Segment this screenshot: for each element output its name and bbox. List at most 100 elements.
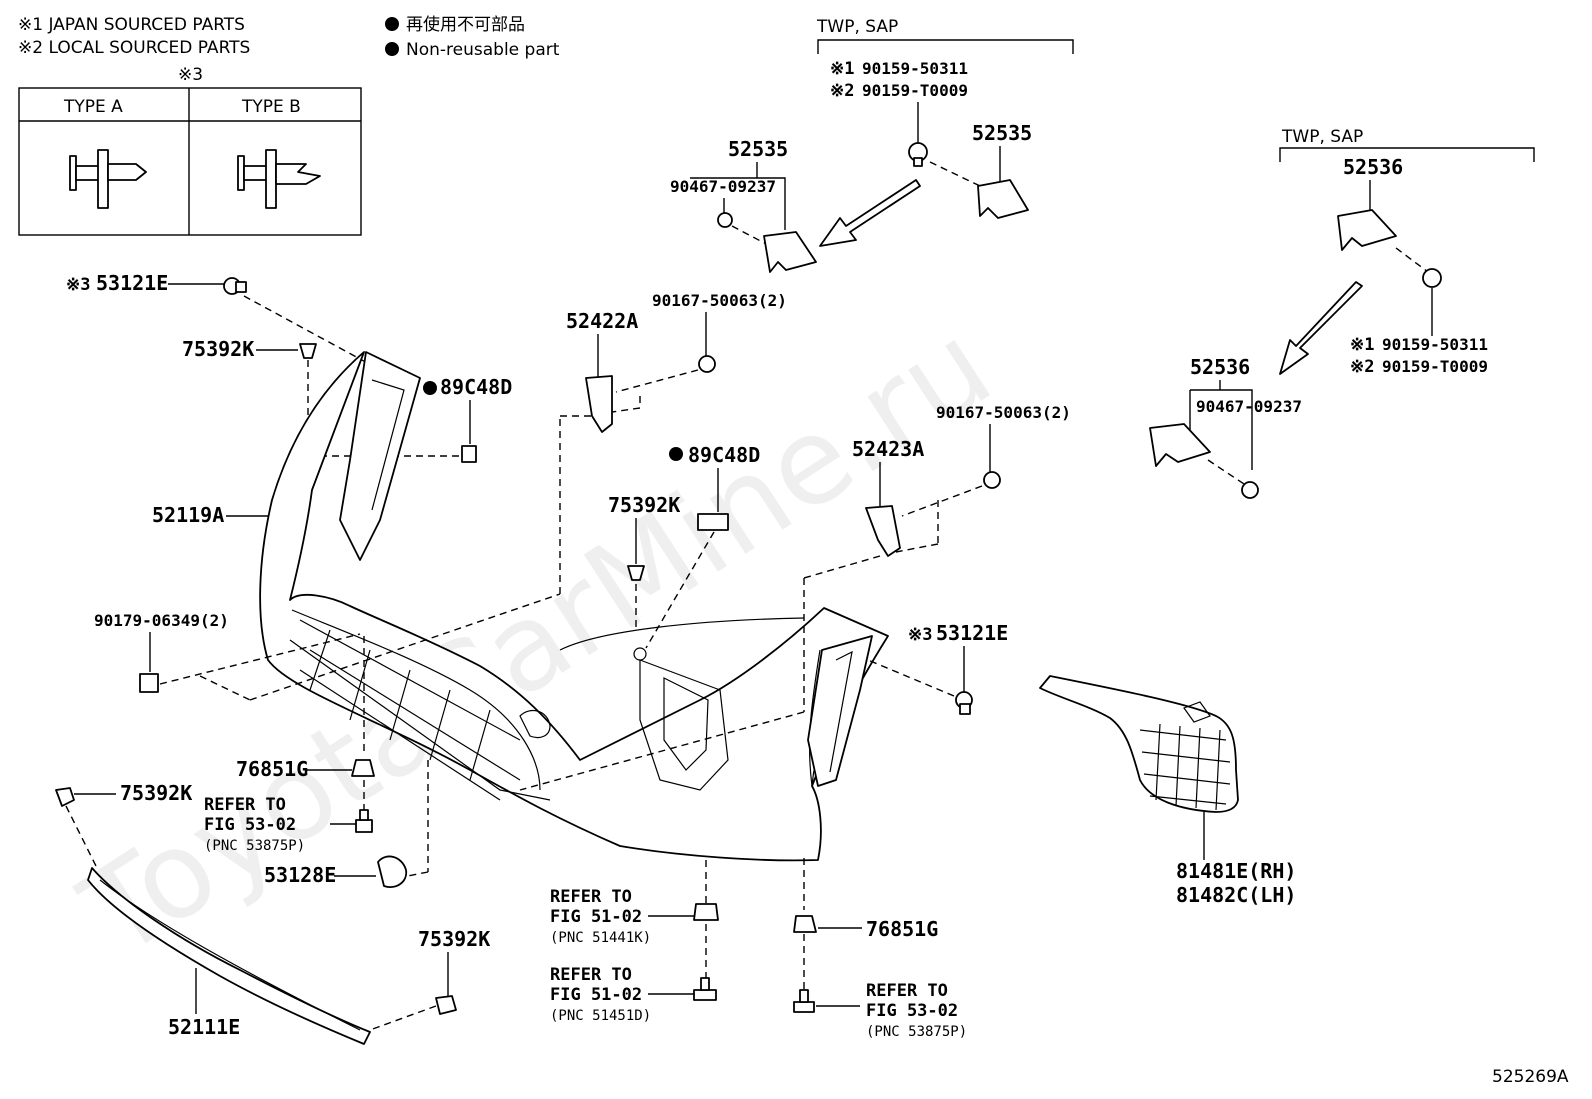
clip-76851G-left-icon bbox=[351, 759, 375, 777]
part-75392K-center[interactable]: 75392K bbox=[608, 493, 680, 517]
ref-japan-marker-right: ※1 bbox=[1350, 335, 1374, 355]
part-52536-bottom[interactable]: 52536 bbox=[1190, 355, 1250, 379]
bracket-52535-left bbox=[763, 231, 817, 273]
part-90159-T0009-right[interactable]: 90159-T0009 bbox=[1382, 357, 1488, 376]
part-89C48D-center[interactable]: 89C48D bbox=[688, 443, 760, 467]
refer-right-3: (PNC 53875P) bbox=[866, 1024, 967, 1040]
bolt-51451D-icon bbox=[693, 977, 717, 1001]
clip-75392K-center-icon bbox=[627, 565, 645, 581]
ref-local-marker-right: ※2 bbox=[1350, 357, 1374, 377]
part-75392K-top[interactable]: 75392K bbox=[182, 337, 254, 361]
ref-53121E-left: ※3 bbox=[66, 275, 90, 295]
part-81482C-LH[interactable]: 81482C(LH) bbox=[1176, 883, 1296, 907]
group-label-twp-sap-2: TWP, SAP bbox=[1281, 127, 1363, 147]
bolt-90167-right-icon bbox=[983, 471, 1001, 489]
clip-type-b-icon bbox=[237, 149, 321, 209]
direction-arrow-icon-2 bbox=[1279, 281, 1363, 375]
part-52119A[interactable]: 52119A bbox=[152, 503, 224, 527]
bracket-52535-right bbox=[977, 179, 1029, 219]
non-reusable-dot-icon bbox=[385, 17, 399, 31]
part-52423A[interactable]: 52423A bbox=[852, 437, 924, 461]
clip-53121E-left-icon bbox=[223, 277, 247, 295]
clip-75392K-bottom-icon bbox=[435, 995, 457, 1015]
part-52422A[interactable]: 52422A bbox=[566, 309, 638, 333]
refer-left-1: REFER TO bbox=[204, 795, 286, 815]
group-bracket-twp-sap-2 bbox=[1279, 147, 1535, 162]
part-53128E[interactable]: 53128E bbox=[264, 863, 336, 887]
clip-89C48D-center-icon bbox=[697, 513, 729, 531]
non-reusable-dot-icon bbox=[423, 381, 437, 395]
refer-center-2c: (PNC 51451D) bbox=[550, 1008, 651, 1024]
part-81481E-RH[interactable]: 81481E(RH) bbox=[1176, 859, 1296, 883]
cap-53128E-icon bbox=[377, 855, 408, 888]
bumper-cover-52119A bbox=[259, 351, 889, 862]
non-reusable-dot-icon bbox=[385, 42, 399, 56]
clip-53121E-right-icon bbox=[955, 691, 973, 715]
part-75392K-left[interactable]: 75392K bbox=[120, 781, 192, 805]
part-90167-50063-right[interactable]: 90167-50063(2) bbox=[936, 403, 1071, 422]
part-52535-left[interactable]: 52535 bbox=[728, 137, 788, 161]
refer-right-1: REFER TO bbox=[866, 981, 948, 1001]
refer-center-2a: REFER TO bbox=[550, 965, 632, 985]
part-90159-50311-top[interactable]: 90159-50311 bbox=[862, 59, 968, 78]
bolt-90159-right-icon bbox=[1422, 268, 1442, 288]
type-b-label: TYPE B bbox=[241, 97, 301, 117]
bolt-53875P-right-icon bbox=[793, 989, 815, 1013]
fog-cover-81481E bbox=[1039, 675, 1239, 813]
bolt-90167-left-icon bbox=[698, 355, 716, 373]
legend-note-local: ※2 LOCAL SOURCED PARTS bbox=[18, 38, 250, 58]
refer-right-2: FIG 53-02 bbox=[866, 1001, 958, 1021]
part-90467-09237-left[interactable]: 90467-09237 bbox=[670, 177, 776, 196]
legend-nonreusable-en: Non-reusable part bbox=[406, 40, 560, 60]
bracket-52422A bbox=[585, 375, 613, 433]
clip-75392K-top-icon bbox=[299, 343, 317, 359]
part-52536-top[interactable]: 52536 bbox=[1343, 155, 1403, 179]
type-a-label: TYPE A bbox=[63, 97, 123, 117]
figure-code: 525269A bbox=[1492, 1067, 1569, 1087]
non-reusable-dot-icon bbox=[669, 447, 683, 461]
ref-53121E-right: ※3 bbox=[908, 625, 932, 645]
bracket-52536-bottom bbox=[1149, 423, 1211, 467]
part-53121E-left[interactable]: 53121E bbox=[96, 271, 168, 295]
legend-note-japan: ※1 JAPAN SOURCED PARTS bbox=[18, 15, 245, 35]
screw-90467-right-icon bbox=[1241, 481, 1259, 499]
bolt-90159-top-icon bbox=[908, 142, 928, 167]
part-89C48D-left[interactable]: 89C48D bbox=[440, 375, 512, 399]
part-76851G-left[interactable]: 76851G bbox=[236, 757, 308, 781]
refer-left-3: (PNC 53875P) bbox=[204, 838, 305, 854]
types-table bbox=[18, 87, 362, 236]
group-bracket-twp-sap-1 bbox=[817, 39, 1074, 54]
refer-center-1b: FIG 51-02 bbox=[550, 907, 642, 927]
refer-center-1a: REFER TO bbox=[550, 887, 632, 907]
part-53121E-right[interactable]: 53121E bbox=[936, 621, 1008, 645]
screw-90467-left-icon bbox=[717, 212, 733, 228]
bumper-retainer-right bbox=[807, 635, 873, 787]
clip-51441K-icon bbox=[693, 903, 719, 921]
part-90467-09237-right[interactable]: 90467-09237 bbox=[1196, 397, 1302, 416]
part-76851G-right[interactable]: 76851G bbox=[866, 917, 938, 941]
bracket-52536-top bbox=[1337, 209, 1397, 251]
refer-center-1c: (PNC 51441K) bbox=[550, 930, 651, 946]
group-label-twp-sap-1: TWP, SAP bbox=[816, 17, 898, 37]
part-90159-50311-right[interactable]: 90159-50311 bbox=[1382, 335, 1488, 354]
bolt-53875P-left-icon bbox=[355, 809, 373, 833]
refer-center-2b: FIG 51-02 bbox=[550, 985, 642, 1005]
part-90159-T0009-top[interactable]: 90159-T0009 bbox=[862, 81, 968, 100]
part-52111E[interactable]: 52111E bbox=[168, 1015, 240, 1039]
clip-89C48D-left-icon bbox=[461, 445, 477, 463]
direction-arrow-icon bbox=[819, 179, 921, 247]
part-90167-50063-left[interactable]: 90167-50063(2) bbox=[652, 291, 787, 310]
types-table-ref: ※3 bbox=[178, 65, 203, 85]
clip-type-a-icon bbox=[69, 149, 147, 209]
clip-75392K-left-icon bbox=[55, 787, 75, 807]
part-90179-06349[interactable]: 90179-06349(2) bbox=[94, 611, 229, 630]
ref-local-marker: ※2 bbox=[830, 81, 854, 101]
part-52535-right[interactable]: 52535 bbox=[972, 121, 1032, 145]
bracket-52423A bbox=[865, 505, 901, 557]
lower-spoiler-52111E bbox=[87, 867, 371, 1045]
ref-japan-marker: ※1 bbox=[830, 59, 854, 79]
part-75392K-bottom[interactable]: 75392K bbox=[418, 927, 490, 951]
clip-90179-icon bbox=[139, 673, 159, 693]
legend-nonreusable-jp: 再使用不可部品 bbox=[406, 14, 525, 35]
